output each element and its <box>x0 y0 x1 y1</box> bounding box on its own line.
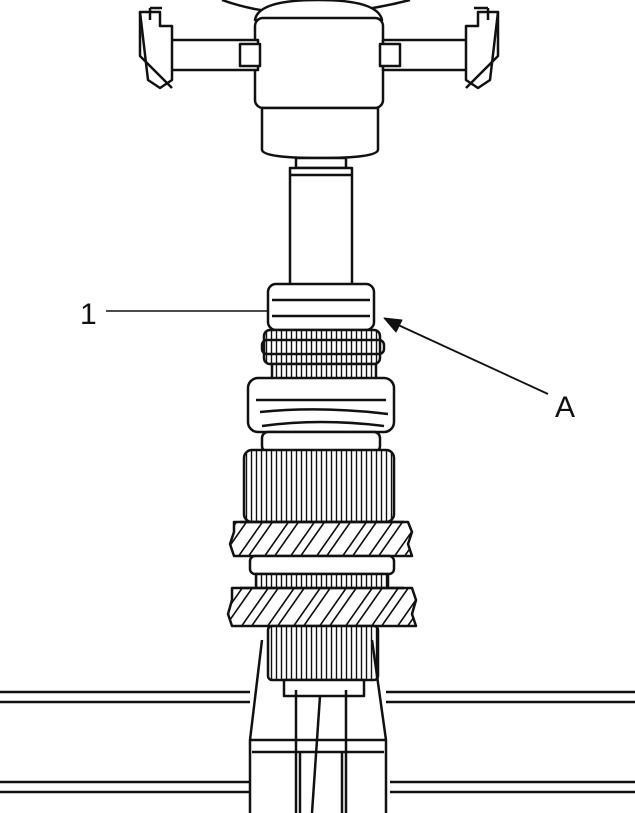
right-clamp-arm <box>378 6 500 90</box>
press-head <box>221 0 411 160</box>
synchro-ring <box>260 328 386 366</box>
lower-helical-gear <box>226 586 418 628</box>
bearing-collar-item-1 <box>266 282 376 332</box>
callout-label-1: 1 <box>80 298 97 331</box>
callout-label-a: A <box>555 391 576 424</box>
leader-line-a <box>383 317 549 395</box>
support-tool <box>248 639 388 813</box>
splined-gear <box>242 448 396 524</box>
press-table <box>0 690 635 794</box>
left-clamp-arm <box>138 6 262 90</box>
upper-helical-gear <box>228 520 414 558</box>
synchro-sleeve <box>246 376 396 454</box>
press-ram <box>288 156 354 288</box>
lower-spline-shaft <box>266 624 380 698</box>
